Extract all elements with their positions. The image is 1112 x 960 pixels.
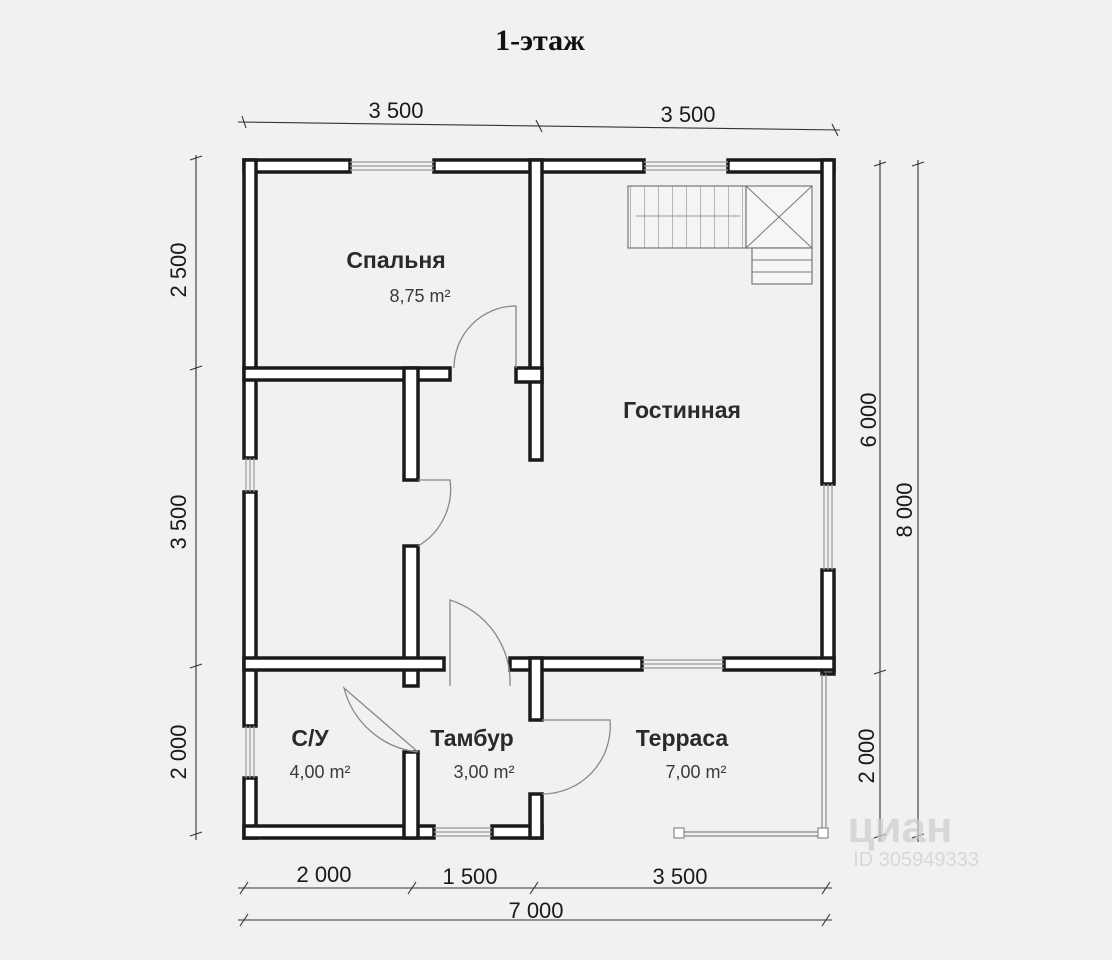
dim-right-upper: 6 000 bbox=[856, 392, 881, 447]
staircase bbox=[627, 185, 813, 285]
dim-bottom-c: 3 500 bbox=[652, 864, 707, 889]
dim-left-top: 2 500 bbox=[166, 242, 191, 297]
room-area-vestibule: 3,00 m² bbox=[453, 762, 514, 782]
room-name-bedroom: Спальня bbox=[346, 247, 445, 273]
room-area-bedroom: 8,75 m² bbox=[389, 286, 450, 306]
dim-bottom-a: 2 000 bbox=[296, 862, 351, 887]
room-labels: Спальня 8,75 m² Гостинная С/У 4,00 m² Та… bbox=[289, 247, 740, 782]
dim-bottom-b: 1 500 bbox=[442, 864, 497, 889]
dim-left-bottom: 2 000 bbox=[166, 724, 191, 779]
dim-top-left: 3 500 bbox=[368, 98, 423, 123]
room-name-living: Гостинная bbox=[623, 397, 741, 423]
room-area-terrace: 7,00 m² bbox=[665, 762, 726, 782]
watermark-brand: циан bbox=[847, 803, 952, 852]
dim-bottom-total: 7 000 bbox=[508, 898, 563, 923]
watermark-id: ID 305949333 bbox=[853, 849, 979, 871]
plan-title: 1-этаж bbox=[495, 24, 585, 57]
dimension-labels: 3 500 3 500 2 500 3 500 2 000 6 000 2 00… bbox=[166, 98, 917, 923]
watermark: циан ID 305949333 bbox=[847, 803, 978, 871]
terrace-outline bbox=[673, 674, 829, 839]
windows bbox=[245, 161, 833, 837]
dim-right-total: 8 000 bbox=[892, 482, 917, 537]
room-name-terrace: Терраса bbox=[636, 725, 729, 751]
dim-right-lower: 2 000 bbox=[854, 728, 879, 783]
room-name-vestibule: Тамбур bbox=[430, 725, 513, 751]
dimension-lines bbox=[189, 115, 925, 927]
room-area-bathroom: 4,00 m² bbox=[289, 762, 350, 782]
doors bbox=[342, 305, 611, 795]
walls bbox=[242, 158, 836, 840]
dim-top-right: 3 500 bbox=[660, 102, 715, 127]
room-name-bathroom: С/У bbox=[291, 725, 329, 751]
dim-left-mid: 3 500 bbox=[166, 494, 191, 549]
